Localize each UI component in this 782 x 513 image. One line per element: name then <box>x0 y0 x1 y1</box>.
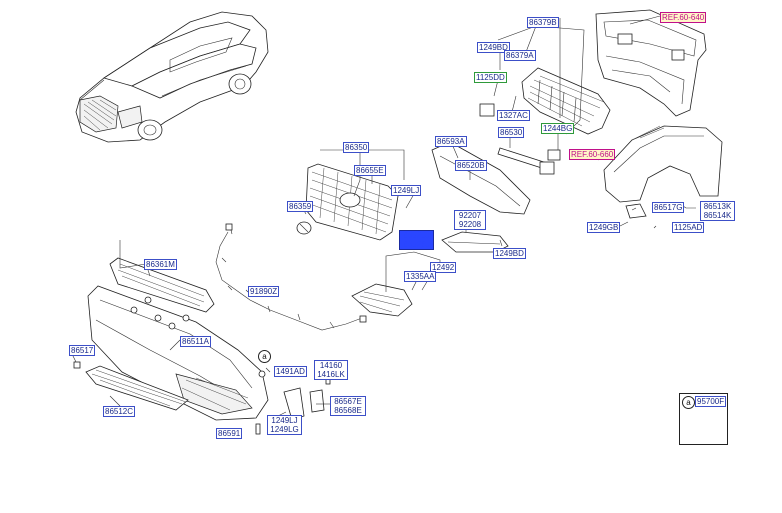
label-1249bd-right[interactable]: 1249BD <box>493 248 526 259</box>
label-1249lj-top[interactable]: 1249LJ <box>391 185 422 196</box>
label-1491ad[interactable]: 1491AD <box>274 366 307 377</box>
label-1244bg[interactable]: 1244BG <box>541 123 575 134</box>
label-86379a[interactable]: 86379A <box>504 50 536 61</box>
tow-hook-brackets <box>255 375 331 435</box>
label-95700f[interactable]: 95700F <box>695 396 727 407</box>
label-1335aa[interactable]: 1335AA <box>404 271 437 282</box>
label-86526j: 86526J <box>403 240 430 249</box>
bumper-cover <box>73 257 269 421</box>
label-1125dd[interactable]: 1125DD <box>474 72 507 83</box>
label-1416lk: 1416LK <box>317 370 345 379</box>
label-86511a[interactable]: 86511A <box>180 336 211 347</box>
label-86520b[interactable]: 86520B <box>455 160 487 171</box>
label-92207-92208[interactable]: 92207 92208 <box>454 210 486 230</box>
car-illustration <box>75 11 269 143</box>
label-1249lj-bottom: 1249LJ <box>271 416 298 425</box>
label-91890z[interactable]: 91890Z <box>248 286 280 297</box>
label-86567e-86568e[interactable]: 86567E 86568E <box>330 396 366 416</box>
label-86379b[interactable]: 86379B <box>527 17 559 28</box>
label-86517g[interactable]: 86517G <box>652 202 685 213</box>
label-86655e[interactable]: 86655E <box>354 165 386 176</box>
label-86591[interactable]: 86591 <box>216 428 243 439</box>
label-86567e: 86567E <box>334 397 362 406</box>
label-12492[interactable]: 12492 <box>430 262 457 273</box>
label-86514k: 86514K <box>703 211 732 220</box>
label-1327ac[interactable]: 1327AC <box>497 110 530 121</box>
label-86513k-86514k[interactable]: 86513K 86514K <box>700 201 735 221</box>
label-1249gb[interactable]: 1249GB <box>587 222 621 233</box>
label-86512c[interactable]: 86512C <box>103 406 136 417</box>
callout-a-marker: a <box>258 350 271 363</box>
fog-lamp-cover <box>351 231 509 317</box>
label-1249lj-1249lg[interactable]: 1249LJ 1249LG <box>267 415 302 435</box>
radiator-support <box>595 9 707 117</box>
label-14160-1416lk[interactable]: 14160 1416LK <box>314 360 348 380</box>
upper-beam <box>431 103 561 215</box>
label-ref-60-640[interactable]: REF.60-640 <box>660 12 707 23</box>
label-86525j: 86525J <box>403 231 430 240</box>
leader-lines <box>69 15 696 432</box>
label-1249lg: 1249LG <box>270 425 299 434</box>
label-86350[interactable]: 86350 <box>343 142 370 153</box>
label-ref-60-660[interactable]: REF.60-660 <box>569 149 616 160</box>
label-86525j-86526j[interactable]: 86525J 86526J <box>399 230 434 250</box>
label-86361m[interactable]: 86361M <box>144 259 177 270</box>
label-14160: 14160 <box>319 361 343 370</box>
wiring-harness <box>215 223 367 331</box>
label-92207: 92207 <box>458 211 482 220</box>
label-1125ad[interactable]: 1125AD <box>672 222 705 233</box>
label-86513k: 86513K <box>703 202 732 211</box>
label-86359[interactable]: 86359 <box>287 201 314 212</box>
callout-a-box-marker: a <box>682 396 695 409</box>
fender <box>603 125 723 219</box>
label-86568e: 86568E <box>334 406 362 415</box>
label-86530[interactable]: 86530 <box>498 127 525 138</box>
label-92208: 92208 <box>458 220 482 229</box>
label-86517[interactable]: 86517 <box>69 345 96 356</box>
radiator-grille <box>296 163 399 241</box>
label-86593a[interactable]: 86593A <box>435 136 467 147</box>
label-1249bd-top[interactable]: 1249BD <box>477 42 510 53</box>
